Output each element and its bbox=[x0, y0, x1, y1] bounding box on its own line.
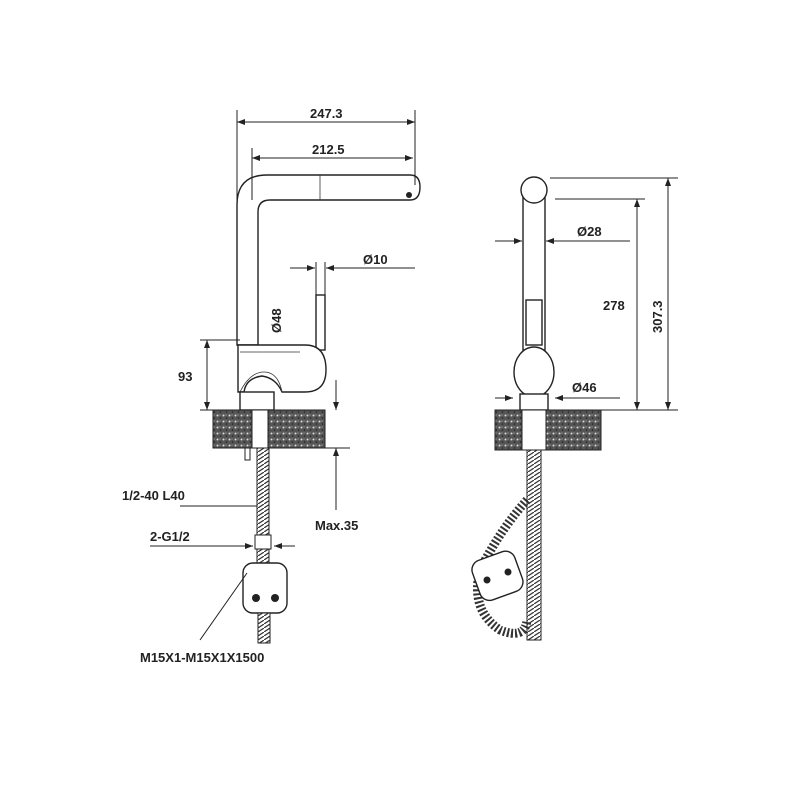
side-pullout-hose bbox=[473, 496, 532, 638]
label-connection-thread: 2-G1/2 bbox=[150, 529, 190, 544]
dim-overall-reach: 247.3 bbox=[310, 106, 343, 121]
front-countertop bbox=[212, 409, 326, 449]
dim-body-diameter: Ø46 bbox=[572, 380, 597, 395]
dim-spout-diameter: Ø48 bbox=[269, 308, 284, 333]
front-spout bbox=[236, 174, 421, 346]
dim-lever-diameter: Ø10 bbox=[363, 252, 388, 267]
front-view: 247.3 212.5 Ø10 Ø48 93 Max.35 1/2-40 L40… bbox=[122, 106, 421, 665]
label-hose-spec: M15X1-M15X1X1500 bbox=[140, 650, 264, 665]
dim-max-counter: Max.35 bbox=[315, 518, 358, 533]
dim-spout-reach: 212.5 bbox=[312, 142, 345, 157]
side-countertop bbox=[494, 409, 602, 451]
dim-tube-diameter: Ø28 bbox=[577, 224, 602, 239]
label-hose-thread: 1/2-40 L40 bbox=[122, 488, 185, 503]
side-view: Ø28 278 307.3 Ø46 bbox=[471, 176, 678, 641]
side-supply-hose bbox=[526, 449, 542, 641]
side-connector bbox=[471, 550, 524, 602]
front-lever bbox=[315, 294, 326, 351]
dim-spout-height: 278 bbox=[603, 298, 625, 313]
side-body bbox=[513, 346, 555, 398]
dim-overall-height: 307.3 bbox=[650, 300, 665, 333]
front-connector bbox=[242, 562, 288, 614]
dim-body-height: 93 bbox=[178, 369, 192, 384]
